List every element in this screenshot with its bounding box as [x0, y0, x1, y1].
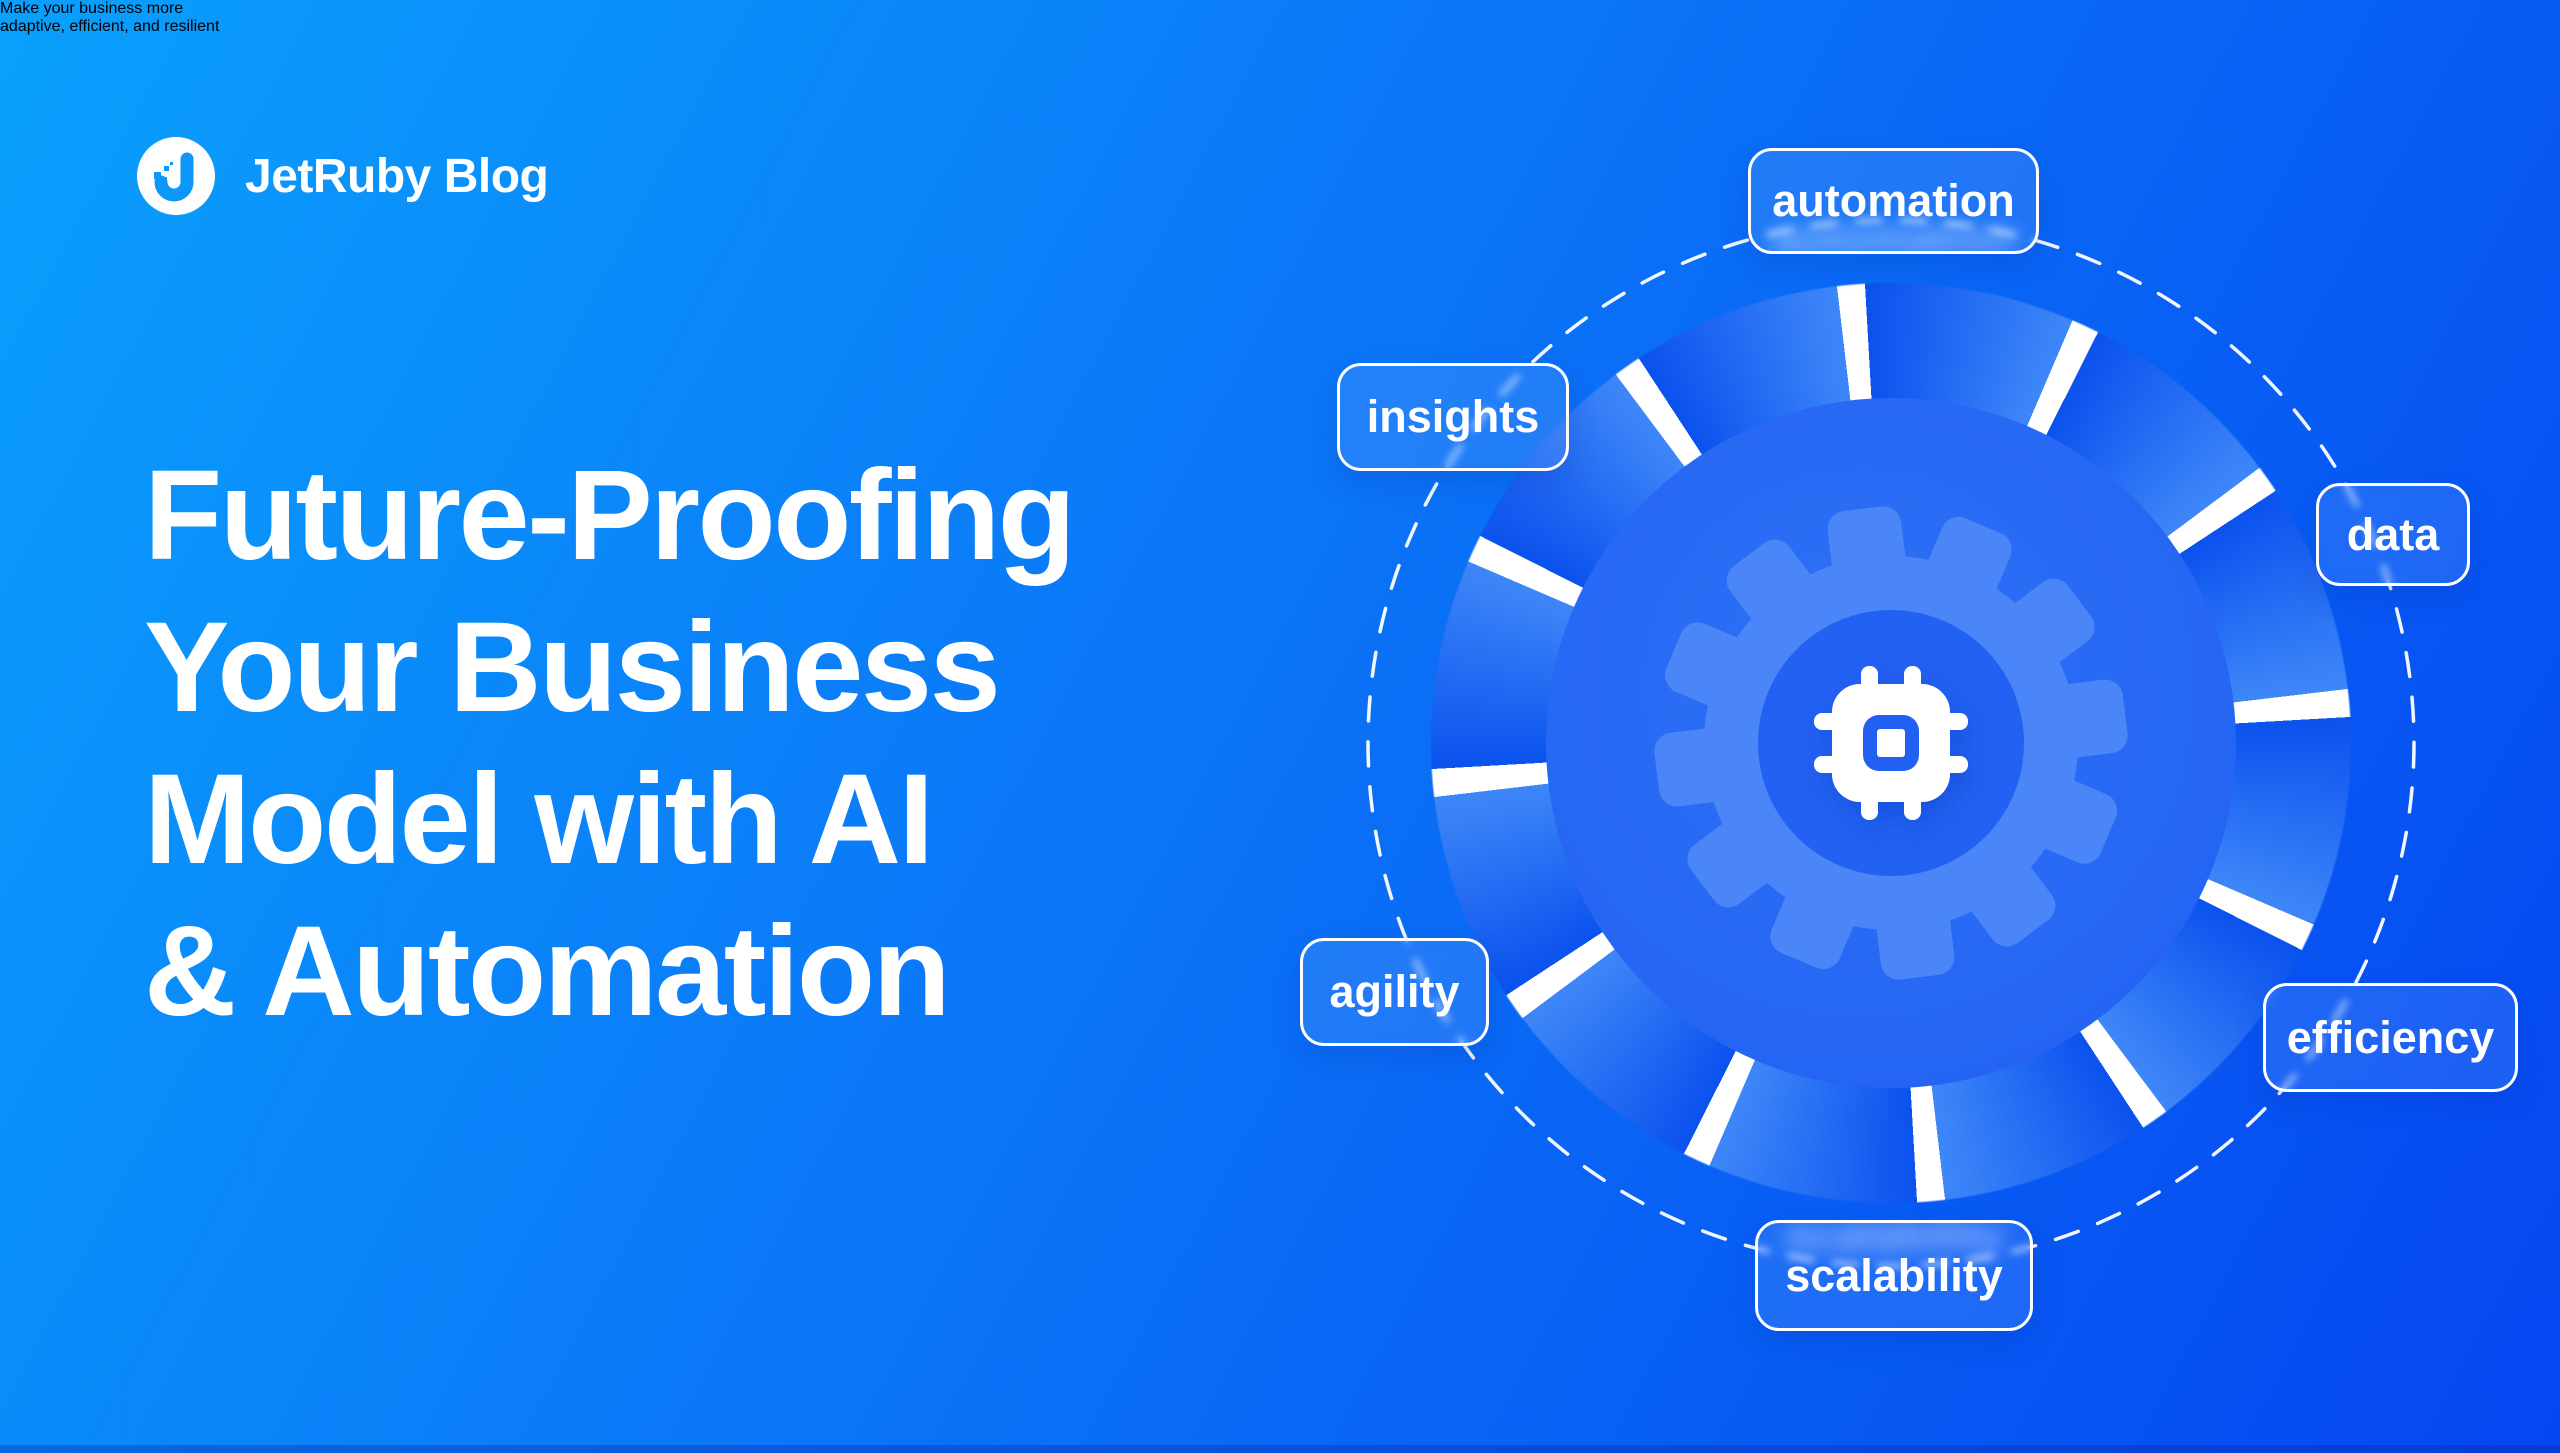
brand-name: JetRuby Blog: [245, 149, 549, 203]
label-text: scalability: [1785, 1249, 2003, 1301]
diagram-label-data: data: [2316, 483, 2470, 586]
subtitle-line-1: Make your business more: [0, 0, 184, 17]
jetruby-logo-icon: [137, 137, 215, 215]
diagram-label-automation: automation automation: [1748, 148, 2039, 254]
diagram-label-efficiency: efficiency: [2263, 983, 2518, 1092]
page-title: Future-Proofing Your Business Model with…: [144, 440, 1076, 1048]
diagram-label-insights: insights: [1337, 363, 1569, 471]
title-line-2: Your Business: [144, 596, 1001, 739]
label-text: efficiency: [2286, 1011, 2495, 1063]
label-text: data: [2346, 508, 2440, 560]
bottom-edge-strip: [0, 1445, 2560, 1453]
label-text: agility: [1329, 966, 1460, 1017]
subtitle-line-2: adaptive, efficient, and resilient: [0, 18, 220, 35]
gear-icon: [1654, 506, 2128, 980]
title-line-3: Model with AI: [144, 748, 934, 891]
title-line-4: & Automation: [144, 900, 951, 1043]
diagram-label-scalability: scalability scalability: [1755, 1220, 2033, 1331]
label-text: automation: [1772, 175, 2015, 226]
label-text: insights: [1366, 391, 1540, 442]
diagram-label-agility: agility: [1300, 938, 1489, 1046]
title-line-1: Future-Proofing: [144, 444, 1076, 587]
cpu-chip-icon: [1814, 666, 1968, 820]
brand-home-link[interactable]: JetRuby Blog: [137, 137, 549, 215]
